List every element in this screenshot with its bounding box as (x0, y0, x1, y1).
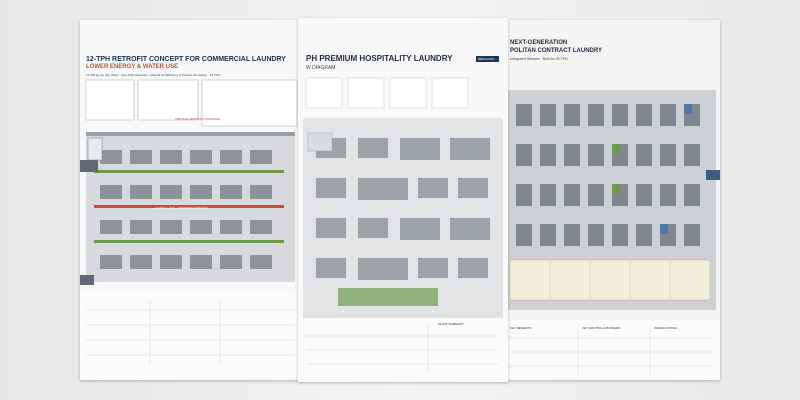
panel1-title: 12-TPH RETROFIT CONCEPT FOR COMMERCIAL L… (86, 56, 286, 63)
panel2-title: PH PREMIUM HOSPITALITY LAUNDRY (306, 54, 453, 63)
hospitality-floorplan-illustration (298, 18, 508, 382)
slide-contract-laundry[interactable]: NEXT-GENERATION POLITAN CONTRACT LAUNDRY… (500, 20, 720, 380)
panel3-footer-mid: KEY ROUTING & BUFFERS (582, 326, 621, 330)
panel2-subtitle: W DIAGRAM (306, 65, 336, 71)
slide-premium-hospitality[interactable]: PH PREMIUM HOSPITALITY LAUNDRY W DIAGRAM… (298, 18, 508, 382)
panel3-title-line2: POLITAN CONTRACT LAUNDRY (510, 48, 602, 54)
contract-floorplan-illustration (500, 20, 720, 380)
panel1-zone-label: 12,000 kg DAY · RETROFIT FINISHING (155, 206, 209, 210)
panel1-highlight: CRITICAL RETROFIT FINISHING (175, 117, 221, 121)
slide-retrofit-concept[interactable]: 12-TPH RETROFIT CONCEPT FOR COMMERCIAL L… (80, 20, 305, 380)
panel2-badge: REDUCING ... (476, 56, 500, 62)
panel3-meta: Integrated Streams · Built for 25 TPH (510, 57, 568, 61)
panel3-title-line1: NEXT-GENERATION (510, 40, 568, 46)
panel3-footer-left: KEY BENEFITS (510, 326, 532, 330)
panel1-meta: 12,000 kg per day (Max) · One-Shift Oper… (86, 73, 220, 77)
retrofit-floorplan-illustration (80, 20, 305, 380)
panel3-footer-right: DESIGN NOTES (654, 326, 677, 330)
panel2-footer: PLANT SUMMARY (438, 322, 464, 326)
panel1-subtitle: LOWER ENERGY & WATER USE (86, 64, 179, 70)
